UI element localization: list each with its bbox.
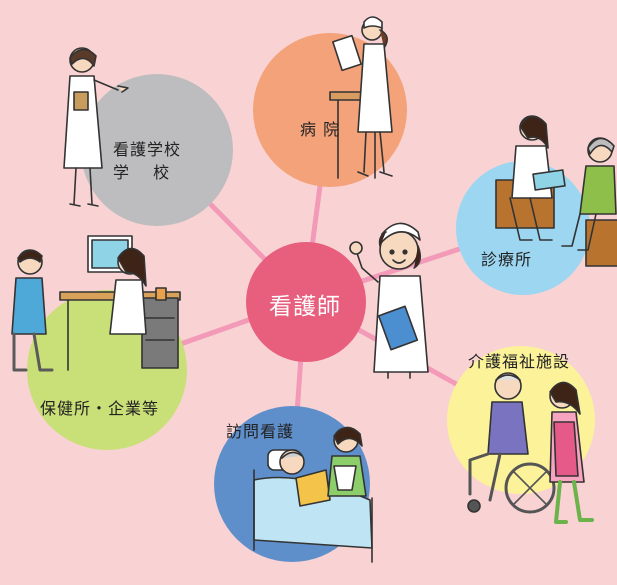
node-label-visiting-nursing: 訪問看護 xyxy=(226,422,295,441)
node-label-nursing-school-line2: 学 校 xyxy=(113,163,171,183)
node-nursing-school-circle xyxy=(81,74,233,226)
node-label-nursing-school: 看護学校 学 校 xyxy=(113,138,181,184)
nursing-school-teacher-illustration xyxy=(63,47,129,207)
health-center-consultation-illustration xyxy=(11,235,181,372)
center-label-nurse: 看護師 xyxy=(269,294,341,320)
center-nurse-illustration xyxy=(349,222,429,379)
care-facility-wheelchair-illustration xyxy=(467,372,594,524)
clinic-doctor-patient-illustration xyxy=(495,115,617,267)
node-label-care-facility: 介護福祉施設 xyxy=(468,352,571,371)
node-label-health-center: 保健所・企業等 xyxy=(40,399,160,418)
visiting-nursing-illustration xyxy=(253,426,373,563)
node-label-hospital: 病 院 xyxy=(300,120,341,139)
hospital-nurse-illustration xyxy=(329,16,393,179)
node-label-clinic: 診療所 xyxy=(481,250,533,269)
node-label-nursing-school-line1: 看護学校 xyxy=(113,140,182,159)
center-circle xyxy=(246,242,366,362)
